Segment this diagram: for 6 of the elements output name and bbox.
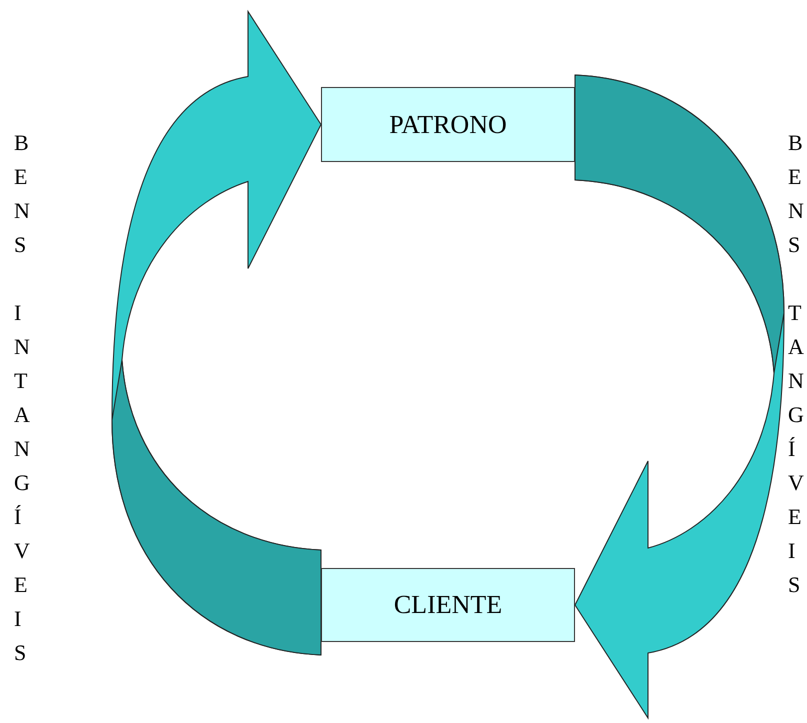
node-label: CLIENTE [394, 590, 502, 620]
vertical-label: BENS TANGÍVEIS [788, 129, 805, 599]
vertical-label: BENS INTANGÍVEIS [14, 129, 31, 667]
process-box [321, 568, 575, 642]
node-label: PATRONO [389, 110, 507, 140]
process-box [321, 87, 575, 162]
